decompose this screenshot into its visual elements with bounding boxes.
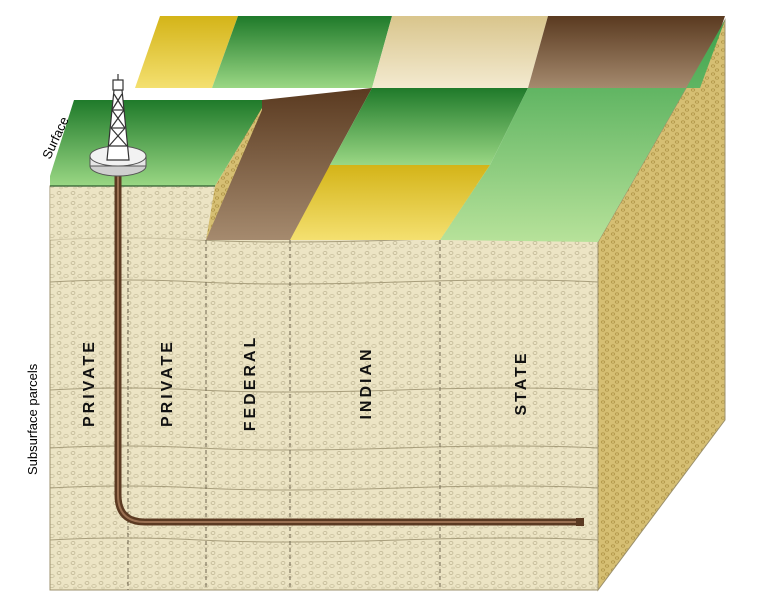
parcel-label-private-1: PRIVATE bbox=[81, 339, 98, 427]
parcel-label-indian: INDIAN bbox=[358, 346, 375, 419]
surface-front-left-face bbox=[50, 186, 215, 240]
well-pipe-end bbox=[576, 518, 584, 526]
surface-band-green-back bbox=[212, 16, 392, 88]
surface-band-tan-back bbox=[372, 16, 548, 88]
parcel-label-federal: FEDERAL bbox=[242, 335, 259, 432]
parcel-label-private-2: PRIVATE bbox=[159, 339, 176, 427]
parcel-label-state: STATE bbox=[513, 350, 530, 415]
subsurface-label: Subsurface parcels bbox=[25, 363, 40, 475]
